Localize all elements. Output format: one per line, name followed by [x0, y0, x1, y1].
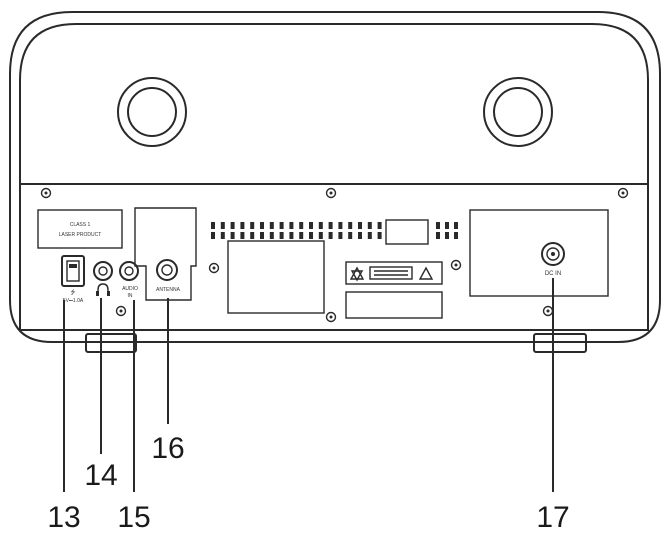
vent-slot: [211, 232, 215, 239]
serial-plate: [345, 291, 443, 319]
vent-slot: [220, 222, 225, 229]
vent-slot: [289, 232, 294, 239]
screws: [40, 187, 629, 323]
laser-label-line2: LASER PRODUCT: [59, 232, 102, 238]
dc-in-label: DC IN: [545, 271, 561, 277]
rating-plate: [385, 219, 429, 245]
vent-slot: [377, 222, 382, 229]
vent-slot: [358, 232, 362, 239]
vent-slot: [299, 222, 304, 229]
vent-slot: [454, 222, 458, 229]
usb-port: [61, 255, 85, 287]
vent-slot: [250, 222, 255, 229]
ventilation-slots: [211, 222, 458, 239]
vent-slot: [358, 222, 362, 229]
dc-in-jack: [541, 242, 565, 266]
vent-slot: [240, 232, 245, 239]
callout-14: 14: [84, 459, 117, 492]
usb-label: 5V⎓1.0A: [63, 298, 84, 304]
callout-16: 16: [151, 432, 184, 465]
callout-15: 15: [117, 501, 150, 534]
antenna-label: ANTENNA: [156, 287, 181, 293]
panel-window-left: [227, 240, 325, 314]
vent-slot: [436, 222, 440, 229]
vent-slot: [338, 222, 343, 229]
laser-label-line1: CLASS 1: [70, 222, 91, 228]
vent-slot: [289, 222, 294, 229]
vent-slot: [279, 232, 284, 239]
antenna-socket: [156, 259, 178, 281]
vent-slot: [454, 232, 458, 239]
vent-slot: [230, 232, 235, 239]
vent-slot: [348, 222, 353, 229]
vent-slot: [328, 222, 333, 229]
vent-slot: [328, 232, 333, 239]
vent-slot: [445, 222, 449, 229]
left-speaker: [117, 77, 187, 147]
device-outline: [9, 11, 661, 343]
vent-slot: [318, 222, 323, 229]
aux-in-jack: [119, 261, 139, 281]
vent-slot: [436, 232, 440, 239]
laser-label-box: [37, 209, 123, 249]
vent-slot: [230, 222, 235, 229]
vent-slot: [269, 222, 274, 229]
callout-17: 17: [536, 501, 569, 534]
warning-label: [345, 261, 443, 285]
vent-slot: [260, 232, 264, 239]
dc-plate: [469, 209, 609, 297]
vent-slot: [260, 222, 264, 229]
usb-icon: ⭍: [71, 288, 76, 296]
leader-lines: [63, 278, 554, 492]
vent-slot: [367, 222, 372, 229]
vent-slot: [309, 222, 313, 229]
vent-slot: [348, 232, 353, 239]
antenna-plate: [134, 207, 197, 301]
vent-slot: [367, 232, 372, 239]
vent-slot: [240, 222, 245, 229]
vent-slot: [220, 232, 225, 239]
aux-label-1: AUDIO: [122, 286, 138, 292]
callout-13: 13: [47, 501, 80, 534]
aux-label-2: IN: [128, 293, 133, 299]
headphone-icon: [97, 283, 109, 295]
top-panel: [19, 23, 649, 185]
vent-slot: [338, 232, 343, 239]
vent-slot: [318, 232, 323, 239]
headphone-jack: [93, 261, 113, 281]
vent-slot: [250, 232, 255, 239]
vent-slot: [309, 232, 313, 239]
vent-slot: [299, 232, 304, 239]
right-speaker: [483, 77, 553, 147]
vent-slot: [279, 222, 284, 229]
vent-slot: [269, 232, 274, 239]
vent-slot: [445, 232, 449, 239]
rear-panel: [19, 183, 649, 331]
vent-slot: [211, 222, 215, 229]
vent-slot: [377, 232, 382, 239]
